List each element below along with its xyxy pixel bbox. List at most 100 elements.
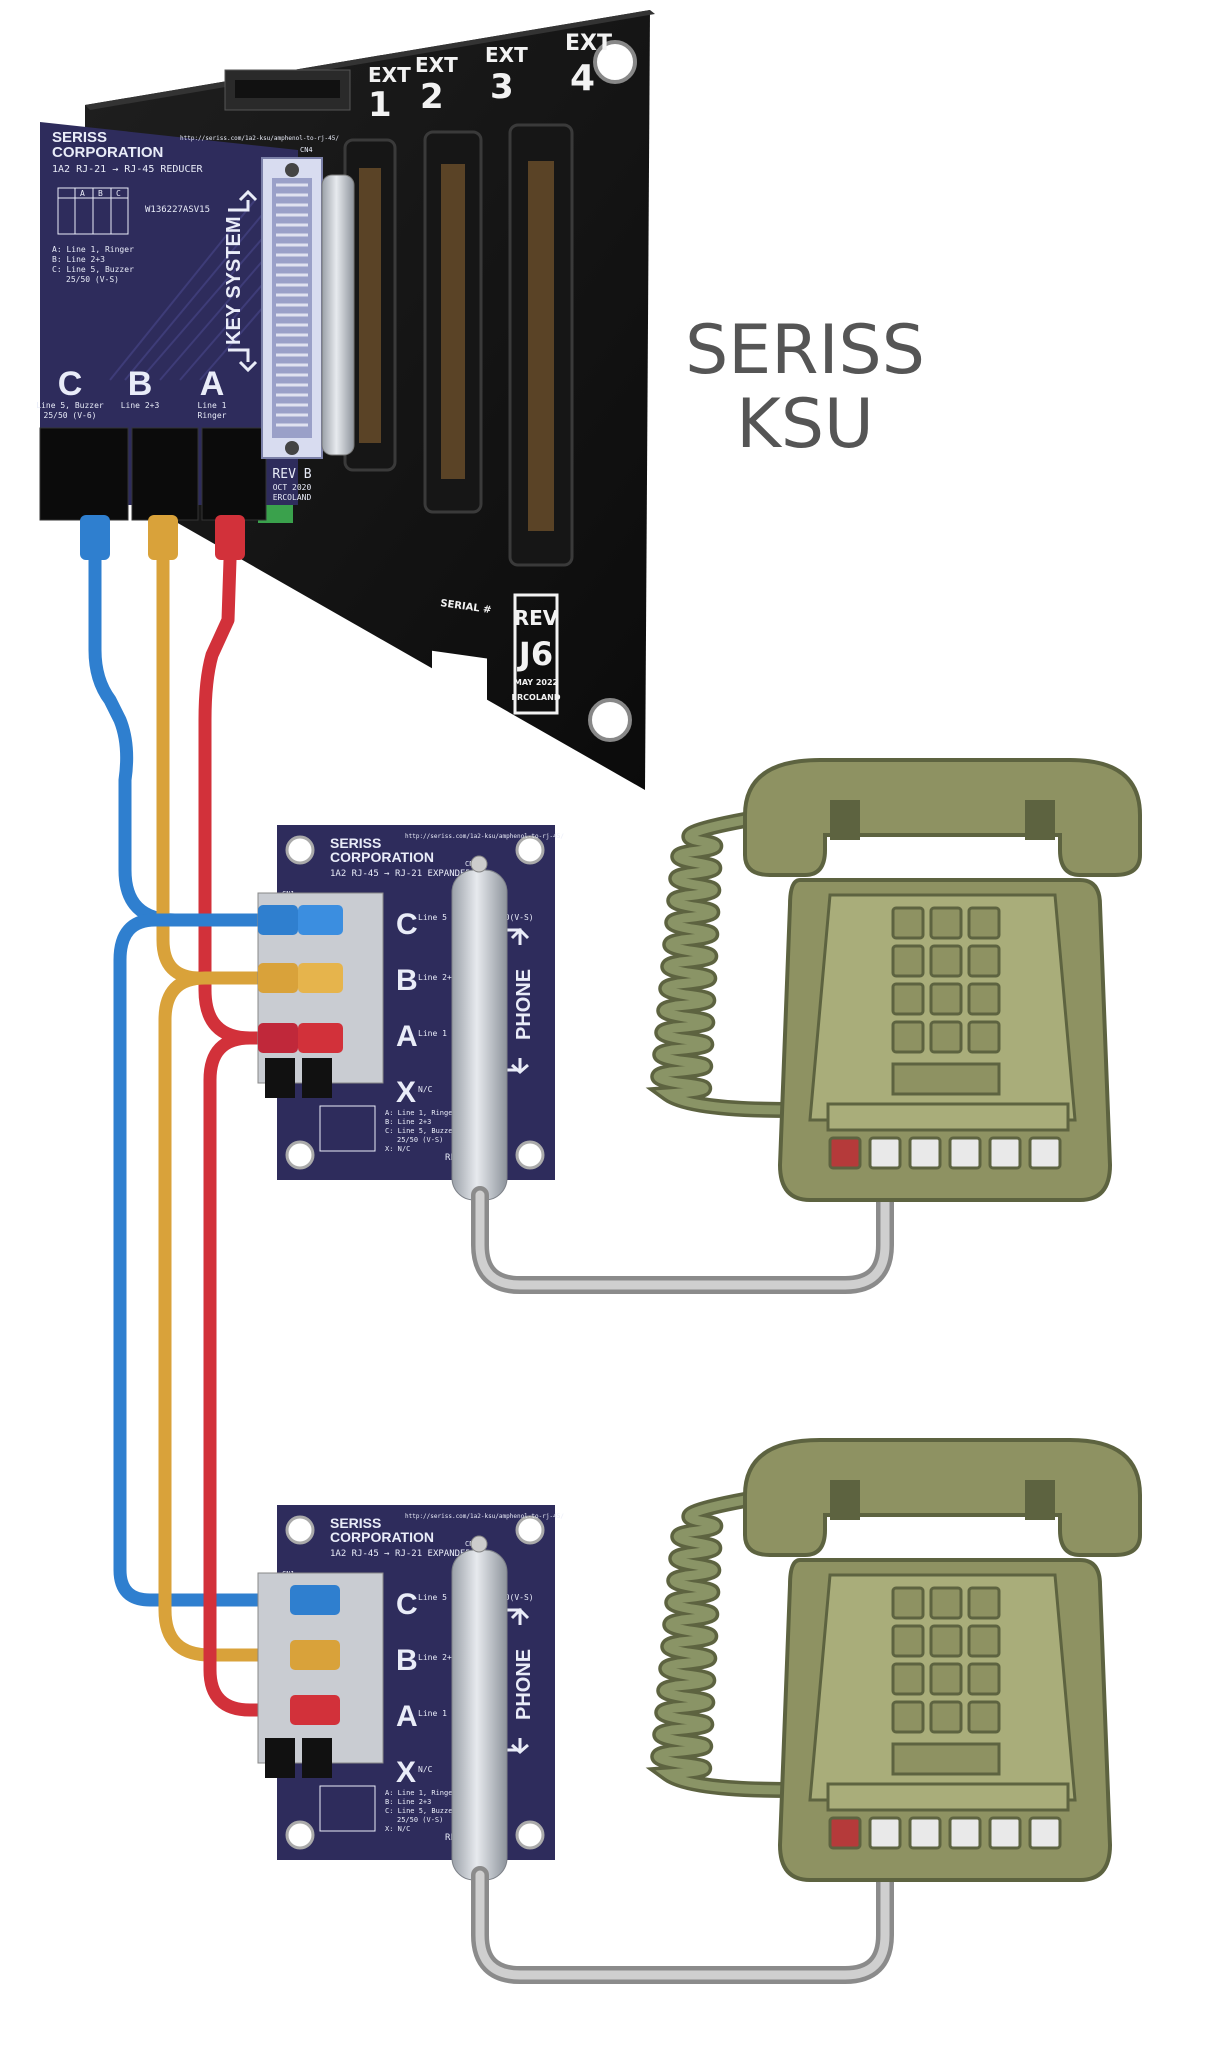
reducer-legend-c: C: Line 5, Buzzer: [52, 265, 134, 274]
reducer-board: SERISS CORPORATION 1A2 RJ-21 → RJ-45 RED…: [36, 122, 355, 521]
arrow-down-icon: [505, 1058, 529, 1074]
line-key: [1028, 1136, 1062, 1170]
line-key: [868, 1136, 902, 1170]
keypad-button: [929, 944, 963, 978]
line-strip: [826, 1782, 1070, 1812]
handset-cradle-left: [830, 800, 860, 840]
expander-port-a-desc: Line 1 Ringer: [418, 1709, 481, 1718]
expander-phone-label: PHONE: [513, 969, 535, 1040]
telephone-2: [645, 1438, 1142, 1882]
reducer-port-c-letter: C: [58, 365, 83, 403]
expander-legend-a: A: Line 1, Ringer: [385, 1109, 457, 1117]
expander-legend-x: X: N/C: [385, 1825, 410, 1833]
reducer-rev-sub: ERCOLAND: [273, 493, 312, 502]
expander-subtitle: 1A2 RJ-45 → RJ-21 EXPANDER: [330, 1549, 471, 1559]
expander-port-c-letter: C: [396, 908, 418, 941]
expander-board-2: SERISS CORPORATION 1A2 RJ-45 → RJ-21 EXP…: [257, 1505, 564, 1860]
telephones: [645, 758, 1142, 1882]
ext-label: EXT: [368, 63, 411, 87]
expander-jack-x1: [265, 1738, 295, 1778]
reducer-rev: REV B: [272, 467, 311, 482]
mounting-hole-icon: [593, 40, 637, 84]
title-line2: KSU: [736, 385, 874, 464]
title-line1: SERISS: [685, 311, 925, 390]
keypad-button: [929, 1662, 963, 1696]
number-card: [891, 1742, 1001, 1776]
ksu-rev-value: J6: [517, 635, 553, 673]
reducer-port-a-letter: A: [200, 365, 225, 403]
expander-legend-c2: 25/50 (V-S): [397, 1816, 443, 1824]
reducer-table-c: C: [116, 189, 121, 198]
expander-port-b-letter: B: [396, 964, 418, 997]
keypad-button: [967, 1700, 1001, 1734]
telephone-1: [645, 758, 1142, 1202]
keypad-button: [929, 1700, 963, 1734]
keypad-button: [929, 982, 963, 1016]
reducer-port-c-desc2: 25/50 (V-6): [44, 411, 97, 420]
reducer-amphenol: CN4: [261, 146, 323, 459]
ksu-rev-box: REV J6 MAY 2022 ERCOLAND: [512, 593, 561, 715]
expander-url: http://seriss.com/1a2-ksu/amphenol-to-rj…: [405, 833, 564, 840]
expander-subtitle: 1A2 RJ-45 → RJ-21 EXPANDER: [330, 869, 471, 879]
expander-phone-label: PHONE: [513, 1649, 535, 1720]
cable-blue-long: [113, 913, 282, 1607]
expander-legend-c: C: Line 5, Buzzer: [385, 1127, 457, 1135]
cable-blue-top: [88, 553, 282, 927]
keypad-button: [929, 1586, 963, 1620]
amphenol-pins: [276, 183, 308, 427]
expander-rev: RE: [445, 1153, 456, 1163]
mounting-hole-icon: [285, 1820, 315, 1850]
phone-handset: [743, 758, 1142, 877]
expander-legend-a: A: Line 1, Ringer: [385, 1789, 457, 1797]
expander-company2: CORPORATION: [330, 849, 434, 865]
reducer-plugs: [80, 515, 245, 560]
cables: [88, 553, 282, 1717]
mounting-hole-icon: [515, 1515, 545, 1545]
hold-key: [828, 1816, 862, 1850]
keypad-button: [891, 1586, 925, 1620]
ext-label: EXT: [415, 53, 458, 77]
plug-red-1b: [298, 1023, 343, 1053]
gray-cord-1-highlight: [475, 1190, 890, 1290]
expander-rev: RE: [445, 1833, 456, 1843]
line-key: [948, 1136, 982, 1170]
expander-port-a-letter: A: [396, 1020, 418, 1053]
expander-amphenol-2: [451, 1535, 508, 1881]
keypad-button: [891, 1662, 925, 1696]
keypad-button: [967, 944, 1001, 978]
keypad-button: [891, 944, 925, 978]
reducer-subtitle: 1A2 RJ-21 → RJ-45 REDUCER: [52, 164, 203, 175]
mounting-hole-icon: [285, 1140, 315, 1170]
gray-cord-2-highlight: [475, 1870, 890, 1980]
handset-cradle-right: [1025, 1480, 1055, 1520]
arrow-down-icon: [228, 348, 258, 373]
line-key: [868, 1816, 902, 1850]
mounting-hole-icon: [285, 1515, 315, 1545]
keypad-button: [929, 1624, 963, 1658]
keypad-button: [929, 1020, 963, 1054]
expander-port-x-desc: N/C: [418, 1765, 433, 1774]
expander-jack-x1: [265, 1058, 295, 1098]
expander-url: http://seriss.com/1a2-ksu/amphenol-to-rj…: [405, 1513, 564, 1520]
expander-port-x-letter: X: [396, 1076, 416, 1109]
keypad-button: [929, 906, 963, 940]
expander-company: SERISS: [330, 1515, 381, 1531]
gray-cord-2: [471, 1866, 894, 1984]
reducer-table-b: B: [98, 189, 103, 198]
expander-amphenol-1: [451, 855, 508, 1201]
expander-legend-c: C: Line 5, Buzzer: [385, 1807, 457, 1815]
plug-blue-2: [290, 1585, 340, 1615]
mounting-hole-icon: [285, 835, 315, 865]
expander-port-x-letter: X: [396, 1756, 416, 1789]
coiled-cord-highlight: [653, 1495, 795, 1795]
coiled-cord-highlight: [653, 815, 795, 1115]
serial-sticker: [432, 650, 487, 739]
expander-company: SERISS: [330, 835, 381, 851]
reducer-company2: CORPORATION: [52, 144, 163, 161]
plug-red-1a: [258, 1023, 298, 1053]
ext-port-2: 2: [420, 77, 444, 117]
reducer-port-b-letter: B: [128, 365, 153, 403]
expander-port-b-letter: B: [396, 1644, 418, 1677]
mounting-hole-icon: [515, 1140, 545, 1170]
